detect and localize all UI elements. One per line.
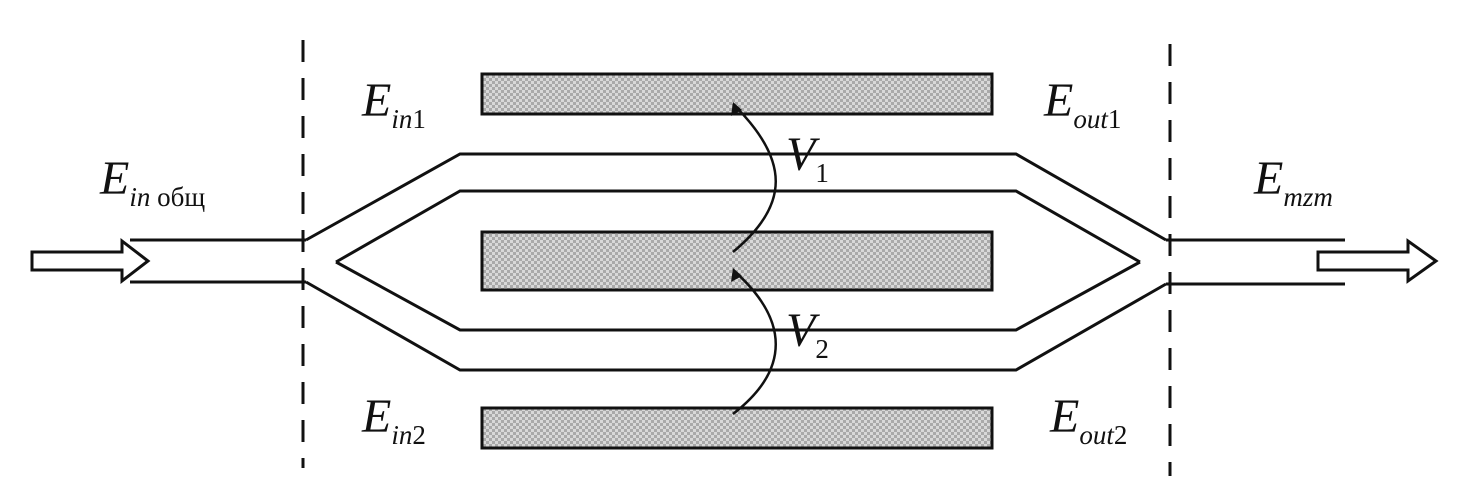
top-electrode [480, 72, 994, 116]
upper-arm-waveguide [305, 152, 1167, 264]
label-e-mzm: Emzm [1253, 152, 1333, 212]
label-e-in-total: Ein общ [99, 152, 205, 212]
output-arrow-icon [1316, 238, 1439, 284]
bottom-electrode [480, 406, 994, 450]
label-v2: V2 [786, 304, 829, 364]
label-e-out2: Eout2 [1049, 390, 1127, 450]
output-waveguide [1166, 238, 1345, 286]
input-arrow-icon [30, 237, 151, 285]
input-waveguide [130, 238, 306, 284]
label-e-in1: Ein1 [361, 74, 426, 134]
label-v1: V1 [786, 128, 829, 188]
v1-arrowhead-icon [731, 102, 742, 116]
label-e-out1: Eout1 [1043, 74, 1121, 134]
middle-electrode [480, 230, 994, 292]
v2-field-arrow [732, 269, 777, 415]
lower-arm-waveguide [305, 260, 1167, 372]
v1-field-arrow [732, 103, 777, 253]
v2-arrowhead-icon [731, 268, 742, 282]
label-e-in2: Ein2 [361, 390, 426, 450]
